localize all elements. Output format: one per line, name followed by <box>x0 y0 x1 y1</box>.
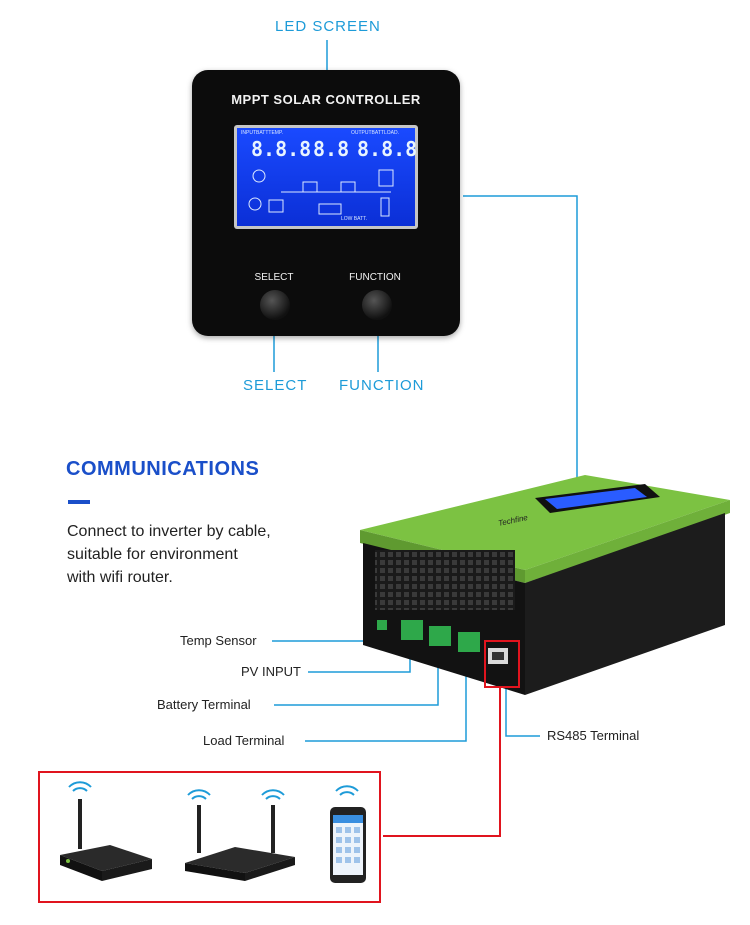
smartphone-icon <box>330 807 366 883</box>
rs485-terminal-label: RS485 Terminal <box>547 728 640 743</box>
lcd-left-label: INPUTBATTTEMP. <box>241 130 284 136</box>
description-line-1: Connect to inverter by cable, <box>67 523 271 540</box>
select-button-label: SELECT <box>254 272 294 283</box>
battery-terminal-label: Battery Terminal <box>157 697 251 712</box>
lcd-seg-mid: 8.8 <box>313 137 350 161</box>
communications-description: Connect to inverter by cable, suitable f… <box>67 520 271 589</box>
description-line-2: suitable for environment <box>67 546 238 563</box>
wifi-devices-box <box>38 771 381 903</box>
pv-input-label: PV INPUT <box>241 664 301 679</box>
load-terminal-label: Load Terminal <box>203 733 285 748</box>
rs485-highlight-box <box>484 640 520 688</box>
lcd-screen: INPUTBATTTEMP. OUTPUTBATTLOAD. 8.8.8 8.8… <box>234 125 418 229</box>
communications-heading: COMMUNICATIONS <box>66 458 260 480</box>
wifi-devices <box>60 781 366 883</box>
function-callout: FUNCTION <box>339 377 425 394</box>
lcd-diagram-icon <box>248 169 394 217</box>
temp-sensor-label: Temp Sensor <box>180 633 257 648</box>
select-callout: SELECT <box>243 377 308 394</box>
lcd-low-batt: LOW BATT. <box>341 216 368 222</box>
lcd-seg-right: 8.8.8 <box>357 137 418 161</box>
router-icon <box>185 805 295 881</box>
controller-panel: MPPT SOLAR CONTROLLER INPUTBATTTEMP. OUT… <box>192 70 460 336</box>
panel-title: MPPT SOLAR CONTROLLER <box>231 92 421 107</box>
led-screen-callout: LED SCREEN <box>275 18 381 35</box>
lcd-seg-left: 8.8.8 <box>251 137 312 161</box>
heading-underline <box>68 500 90 504</box>
function-button[interactable] <box>362 290 392 320</box>
lcd-right-label: OUTPUTBATTLOAD. <box>351 130 399 136</box>
controller-device <box>360 475 730 695</box>
function-button-label: FUNCTION <box>349 272 401 283</box>
android-box-icon <box>60 799 152 881</box>
wifi-icon <box>68 781 359 800</box>
select-button[interactable] <box>260 290 290 320</box>
description-line-3: with wifi router. <box>67 569 173 586</box>
